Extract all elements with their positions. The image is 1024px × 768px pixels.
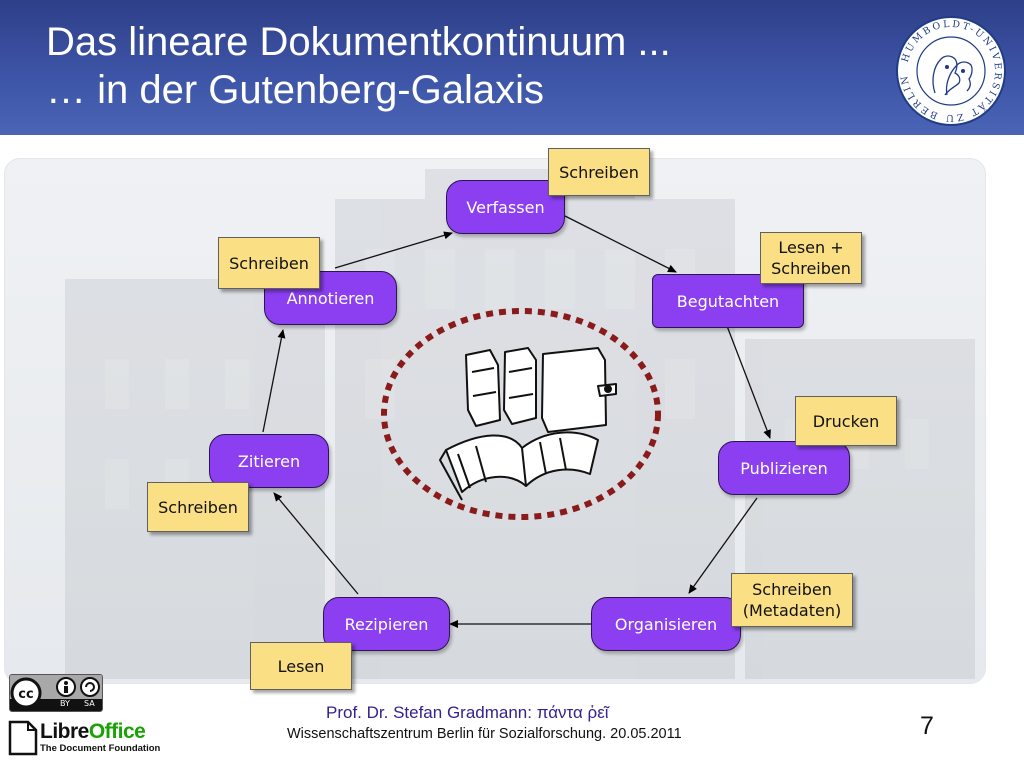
process-organisieren: Organisieren	[591, 597, 741, 651]
footer-venue: Wissenschaftszentrum Berlin für Sozialfo…	[287, 726, 682, 742]
process-begutachten-label: Begutachten	[676, 291, 780, 311]
note-organisieren-label: Schreiben (Metadaten)	[742, 580, 842, 620]
arrow-zitieren-annotieren	[262, 329, 286, 433]
page-number: 7	[920, 712, 934, 740]
note-begutachten: Lesen + Schreiben	[760, 232, 862, 284]
note-publizieren: Drucken	[795, 396, 897, 446]
libreoffice-wordmark: LibreOffice	[40, 720, 146, 744]
creative-commons-icon: cc	[10, 675, 102, 711]
process-zitieren-label: Zitieren	[237, 451, 301, 471]
creative-commons-license-badge: cc BY SA	[9, 674, 103, 712]
process-publizieren: Publizieren	[718, 441, 850, 495]
books-icon	[439, 347, 617, 501]
note-zitieren-label: Schreiben	[158, 497, 238, 517]
slide-title-line-2: … in der Gutenberg-Galaxis	[46, 68, 545, 112]
license-by-label: BY	[60, 699, 70, 708]
process-rezipieren-label: Rezipieren	[344, 614, 429, 634]
note-begutachten-label: Lesen + Schreiben	[771, 238, 851, 278]
process-verfassen-label: Verfassen	[466, 197, 545, 217]
arrow-publizieren-organisieren	[688, 497, 758, 594]
logo-name-part1: Libre	[40, 720, 89, 743]
process-organisieren-label: Organisieren	[614, 614, 718, 634]
logo-name-part2: Office	[88, 720, 146, 743]
slide-title: Das lineare Dokumentkontinuum ... … in d…	[46, 18, 671, 114]
process-annotieren-label: Annotieren	[286, 288, 375, 308]
note-publizieren-label: Drucken	[812, 411, 880, 431]
process-verfassen: Verfassen	[446, 180, 565, 234]
process-publizieren-label: Publizieren	[740, 458, 828, 478]
document-icon	[8, 720, 38, 756]
note-annotieren: Schreiben	[218, 237, 320, 289]
title-bar: Das lineare Dokumentkontinuum ... … in d…	[0, 0, 1024, 135]
university-seal-icon: HUMBOLDT-UNIVERSITÄT ZU BERLIN	[896, 16, 1006, 126]
arrow-verfassen-begutachten	[564, 215, 677, 273]
note-verfassen-label: Schreiben	[559, 162, 639, 182]
arrow-rezipieren-zitieren	[273, 492, 359, 595]
arrow-begutachten-publizieren	[726, 325, 771, 439]
note-organisieren: Schreiben (Metadaten)	[731, 573, 853, 627]
note-rezipieren-label: Lesen	[277, 656, 325, 676]
center-dashed-ring	[381, 308, 661, 520]
libreoffice-logo	[6, 716, 161, 758]
note-rezipieren: Lesen	[250, 642, 352, 690]
footer-author: Prof. Dr. Stefan Gradmann: πάντα ῥεῖ	[326, 703, 609, 722]
license-sa-label: SA	[84, 699, 95, 708]
note-verfassen: Schreiben	[548, 148, 650, 196]
arrow-annotieren-verfassen	[334, 231, 453, 269]
logo-subtitle: The Document Foundation	[40, 743, 161, 754]
process-zitieren: Zitieren	[209, 434, 329, 488]
note-zitieren: Schreiben	[147, 482, 249, 532]
slide-title-line-1: Das lineare Dokumentkontinuum ...	[46, 20, 671, 64]
note-annotieren-label: Schreiben	[229, 253, 309, 273]
svg-text:cc: cc	[18, 687, 33, 702]
